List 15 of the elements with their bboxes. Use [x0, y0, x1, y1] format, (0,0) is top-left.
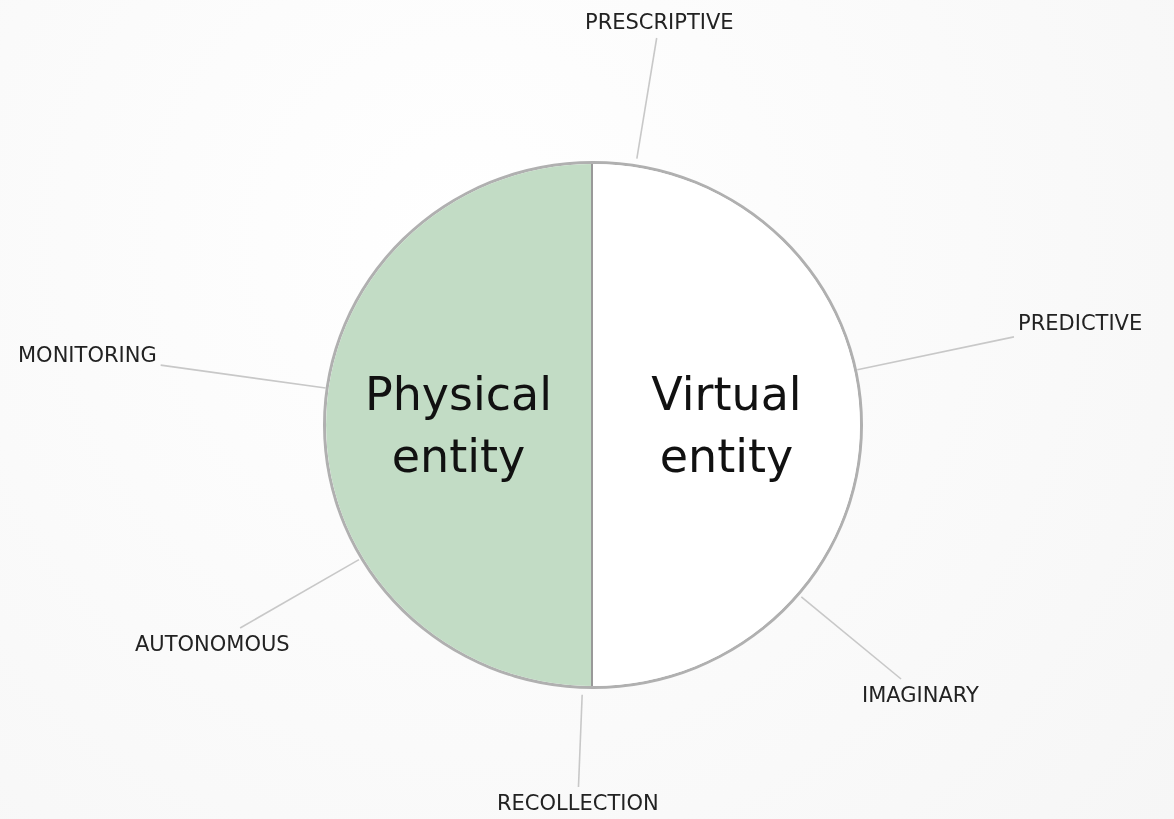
leader-line	[800, 595, 902, 680]
entity-label: Physical entity	[363, 365, 554, 485]
category-label: PREDICTIVE	[1018, 311, 1143, 335]
leader-line	[159, 364, 327, 389]
category-label: MONITORING	[18, 343, 157, 367]
category-label: PRESCRIPTIVE	[585, 10, 734, 34]
category-label: AUTONOMOUS	[135, 632, 290, 656]
leader-line	[239, 558, 360, 629]
leader-line	[856, 336, 1015, 371]
leader-line	[636, 37, 658, 160]
category-label: IMAGINARY	[862, 683, 979, 707]
entity-label: Virtual entity	[650, 365, 803, 485]
category-label: RECOLLECTION	[497, 791, 659, 815]
split-circle	[323, 161, 863, 689]
leader-line	[577, 694, 583, 788]
